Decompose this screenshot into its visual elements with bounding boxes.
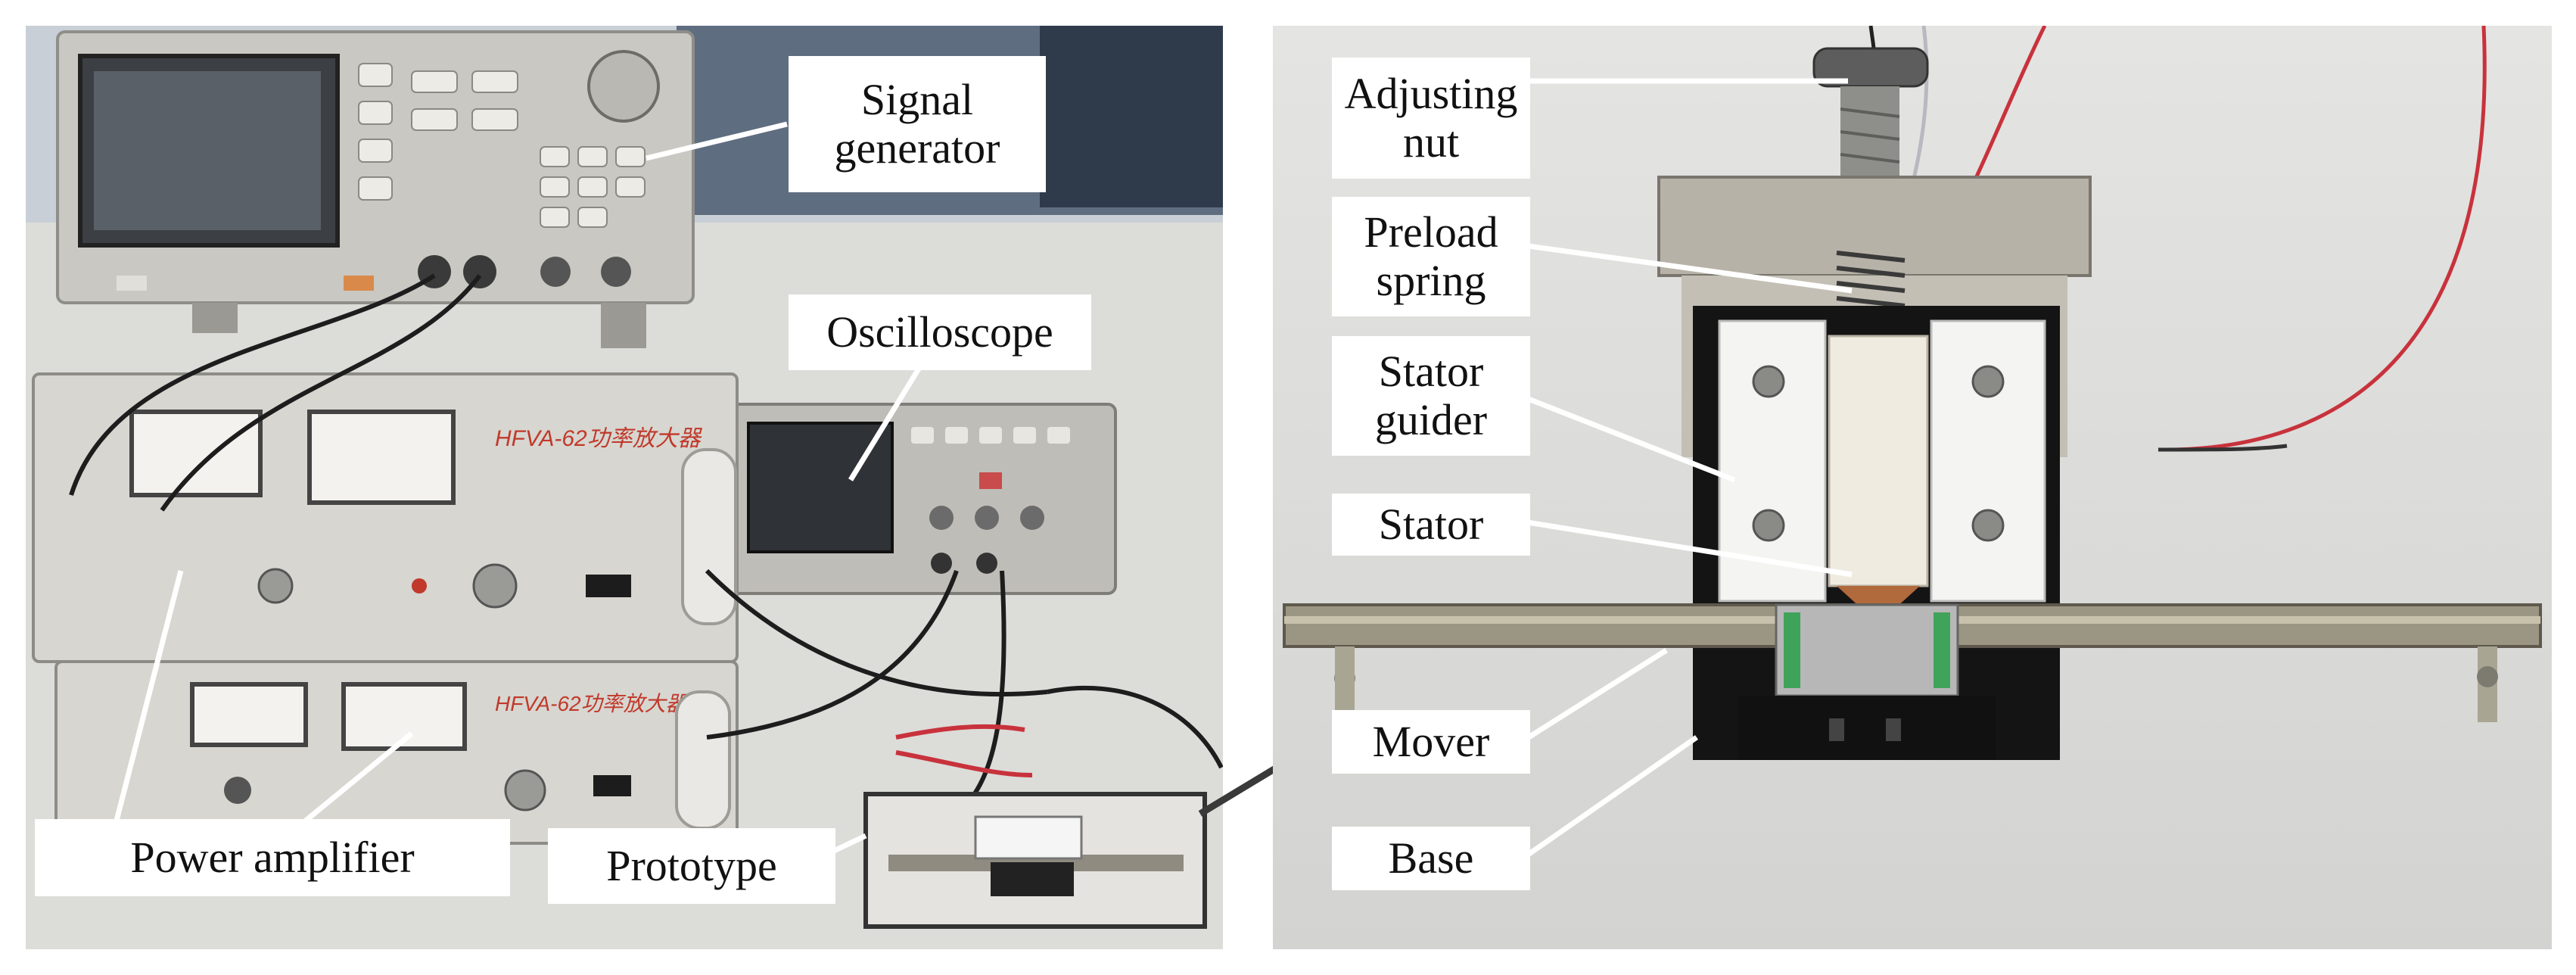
signal-generator-label: Signal generator [789, 56, 1046, 192]
prototype-label: Prototype [548, 828, 835, 904]
stator-label: Stator [1332, 494, 1530, 556]
stator-guider-label: Stator guider [1332, 336, 1530, 456]
preload-spring-label-line1: Preload [1364, 207, 1498, 257]
signal-generator-device [56, 30, 695, 348]
background-person [1040, 26, 1223, 207]
right-leader-lines [1521, 78, 1853, 861]
preload-spring-part [1836, 251, 1906, 323]
amp-brand-top: HFVA-62功率放大器 [495, 426, 703, 451]
top-bracket [1657, 176, 2092, 277]
signal-generator-label-line1: Signal [860, 75, 974, 124]
amp-brand-bottom: HFVA-62功率放大器 [495, 692, 689, 715]
adjusting-nut-label-line1: Adjusting [1344, 69, 1518, 118]
cables [69, 273, 1223, 799]
oscilloscope-device [728, 403, 1117, 595]
lab-setup-photo: HFVA-62功率放大器 HFVA-62功率放大器 [26, 26, 1223, 949]
prototype-scene [1283, 26, 2542, 861]
power-amplifier-bottom: HFVA-62功率放大器 [54, 660, 739, 845]
power-amplifier-top: HFVA-62功率放大器 [32, 372, 739, 663]
stator-part [1828, 335, 1929, 624]
oscilloscope-label: Oscilloscope [789, 294, 1091, 370]
left-leader-lines [114, 121, 927, 854]
preload-spring-label: Preload spring [1332, 197, 1530, 316]
adjusting-nut-label: Adjusting nut [1332, 58, 1530, 179]
base-label: Base [1332, 827, 1530, 890]
linear-guide-block [1738, 603, 1996, 760]
stator-guider-label-line2: guider [1374, 395, 1488, 444]
preload-spring-label-line2: spring [1376, 256, 1486, 305]
stator-guider-part [1718, 319, 2046, 603]
signal-generator-label-line2: generator [834, 123, 1000, 173]
prototype-closeup-photo: Adjusting nut Preload spring Stator guid… [1273, 26, 2552, 949]
red-wires [895, 724, 1033, 777]
prototype-box [863, 792, 1207, 929]
power-amplifier-label: Power amplifier [35, 819, 510, 896]
stator-guider-label-line1: Stator [1378, 347, 1484, 396]
adjusting-nut-label-line2: nut [1402, 117, 1460, 167]
mover-label: Mover [1332, 710, 1530, 774]
